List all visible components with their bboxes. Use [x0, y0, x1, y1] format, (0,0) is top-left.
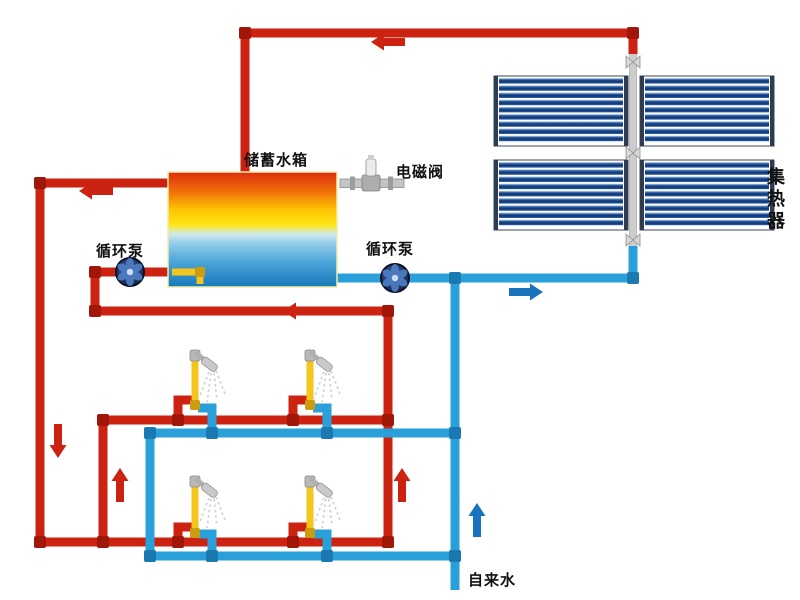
solenoid-valve-label: 电磁阀 [396, 164, 445, 181]
collector-connector-strip [629, 47, 637, 251]
collector-array [493, 47, 775, 251]
flow-arrow-up-icon [111, 468, 129, 502]
collector-module [639, 159, 775, 231]
collector-module [639, 75, 775, 147]
cold-pipe-fittings [144, 272, 639, 562]
flow-arrow-up-icon [393, 468, 411, 502]
cold-flow-arrows [468, 283, 543, 537]
solenoid-valve-icon [339, 155, 405, 192]
tap-water-label: 自来水 [468, 572, 517, 589]
flow-arrow-down-icon [49, 424, 67, 458]
hot-pipe-fittings [34, 27, 639, 548]
flow-arrow-left-icon [283, 302, 317, 320]
pump-right-label: 循环泵 [366, 241, 415, 258]
collector-module [493, 75, 629, 147]
storage-tank-label: 储蓄水箱 [244, 152, 309, 169]
pump-left-label: 循环泵 [96, 243, 145, 260]
mixed-pipe-fittings [190, 267, 315, 538]
collector-module [493, 159, 629, 231]
flow-arrow-right-icon [509, 283, 543, 301]
pump-icon [379, 263, 411, 293]
flow-arrow-up-icon [468, 503, 486, 537]
collector-label: 集热器 [765, 167, 785, 233]
pump-icon [114, 257, 146, 287]
